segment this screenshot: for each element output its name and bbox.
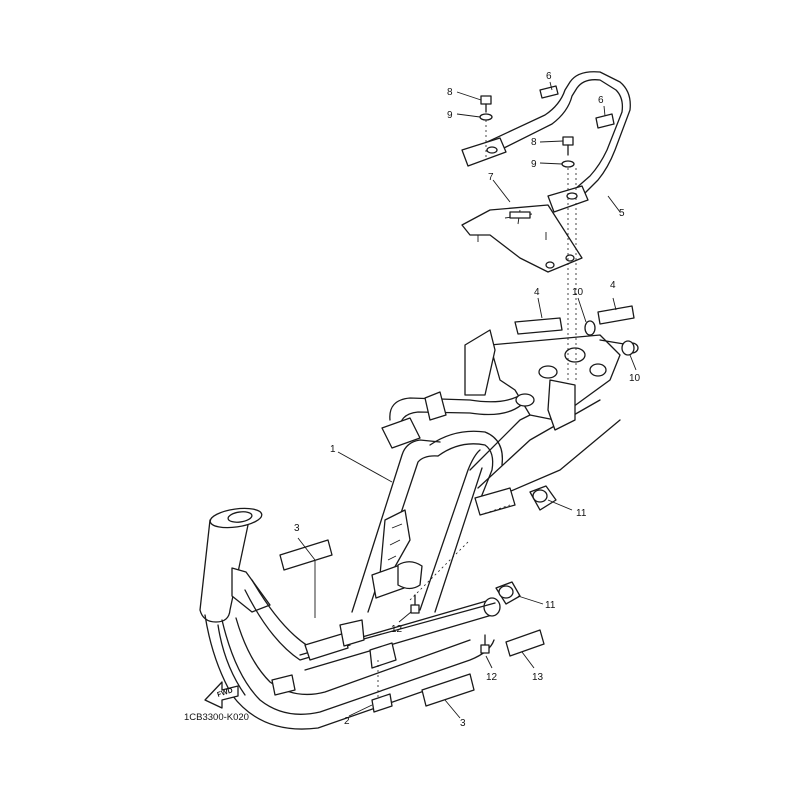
grommets xyxy=(584,320,635,356)
callout-12-left: 12 xyxy=(391,624,403,635)
callout-11-lower: 11 xyxy=(545,600,556,611)
callout-4-right: 4 xyxy=(610,280,616,291)
main-frame xyxy=(199,329,639,730)
callout-12-right: 12 xyxy=(486,672,498,683)
callout-1: 1 xyxy=(330,444,336,455)
callout-6-left: 6 xyxy=(546,71,552,82)
screws xyxy=(410,594,490,654)
callout-11-upper: 11 xyxy=(576,508,587,519)
bushings xyxy=(495,485,557,605)
callout-10-left: 10 xyxy=(572,287,584,298)
callout-4-left: 4 xyxy=(534,287,540,298)
callout-8-upper: 8 xyxy=(447,87,453,98)
tape-strips xyxy=(514,305,635,335)
callouts: 1 2 3 3 4 4 5 6 6 7 8 8 9 9 10 10 11 11 … xyxy=(294,71,641,729)
fwd-text: FWD xyxy=(216,687,233,699)
callout-13: 13 xyxy=(532,672,544,683)
callout-2: 2 xyxy=(344,716,350,727)
bolt-set xyxy=(479,95,577,380)
callout-3-lower: 3 xyxy=(460,718,466,729)
callout-7: 7 xyxy=(488,172,494,183)
leader-lines xyxy=(297,81,637,719)
grab-bar-label xyxy=(539,85,615,129)
callout-6-right: 6 xyxy=(598,95,604,106)
diagram-code: 1CB3300-K020 xyxy=(184,712,249,723)
callout-9-upper: 9 xyxy=(447,110,453,121)
callout-9-lower: 9 xyxy=(531,159,537,170)
callout-5: 5 xyxy=(619,208,625,219)
frame-protectors xyxy=(279,539,545,713)
callout-8-lower: 8 xyxy=(531,137,537,148)
callout-10-right: 10 xyxy=(629,373,641,384)
callout-3-upper: 3 xyxy=(294,523,300,534)
fwd-arrow: FWD xyxy=(204,681,239,709)
carrier-bracket xyxy=(461,204,583,273)
